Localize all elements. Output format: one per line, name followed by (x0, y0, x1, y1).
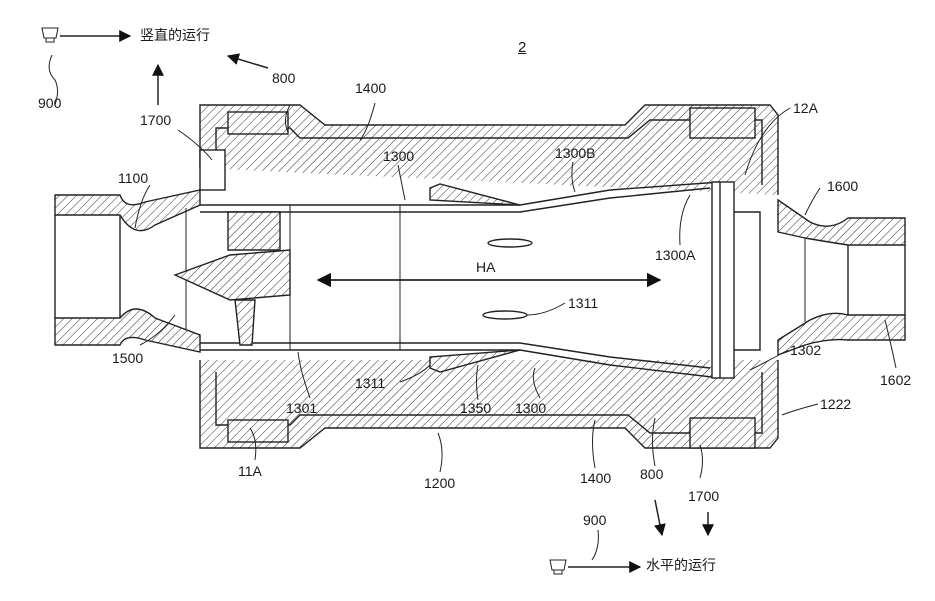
label-1700-top: 1700 (140, 112, 171, 128)
caption-vertical-run: 竖直的运行 (140, 28, 210, 44)
end-cap (712, 182, 734, 378)
flap-top (430, 184, 520, 205)
label-1301: 1301 (286, 400, 317, 416)
port-1700-top-left (200, 150, 225, 190)
label-900-top: 900 (38, 95, 61, 111)
end-cap-cone (734, 212, 760, 350)
opening-1311-upper (488, 239, 532, 247)
label-1400-top: 1400 (355, 80, 386, 96)
label-1100: 1100 (118, 170, 148, 186)
seal-bottom-left (228, 420, 288, 442)
label-1400-bottom: 1400 (580, 470, 611, 486)
left-inlet-fitting-bottom (55, 309, 200, 352)
label-1222: 1222 (820, 396, 851, 412)
seal-top-left (228, 112, 288, 134)
plug-icon-top (42, 28, 58, 42)
label-1300-bottom: 1300 (515, 400, 546, 416)
part-1500-bottom (235, 300, 255, 345)
right-outlet-fitting (778, 200, 905, 245)
label-1311-right: 1311 (568, 295, 598, 311)
label-1300b: 1300B (555, 145, 595, 161)
part-1500-top (228, 212, 280, 250)
label-1600: 1600 (827, 178, 858, 194)
part-1500 (175, 250, 290, 300)
label-900-bottom: 900 (583, 512, 606, 528)
label-1500: 1500 (112, 350, 143, 366)
seal-top-right (690, 108, 755, 138)
label-ha: HA (476, 259, 495, 275)
label-1602: 1602 (880, 372, 911, 388)
label-11a: 11A (238, 463, 262, 479)
plug-icon-bottom (550, 560, 566, 574)
seal-bottom-right (690, 418, 755, 448)
label-1300-top: 1300 (383, 148, 414, 164)
label-1200: 1200 (424, 475, 455, 491)
label-800-bottom: 800 (640, 466, 663, 482)
label-1311-left: 1311 (355, 375, 385, 391)
label-1300a: 1300A (655, 247, 695, 263)
label-1302: 1302 (790, 342, 821, 358)
left-inlet-fitting (55, 190, 200, 231)
figure-number: 2 (518, 40, 526, 56)
label-1350: 1350 (460, 400, 491, 416)
label-1700-bottom: 1700 (688, 488, 719, 504)
label-12a: 12A (793, 100, 818, 116)
caption-horizontal-run: 水平的运行 (646, 558, 716, 574)
label-800-top: 800 (272, 70, 295, 86)
opening-1311-lower (483, 311, 527, 319)
